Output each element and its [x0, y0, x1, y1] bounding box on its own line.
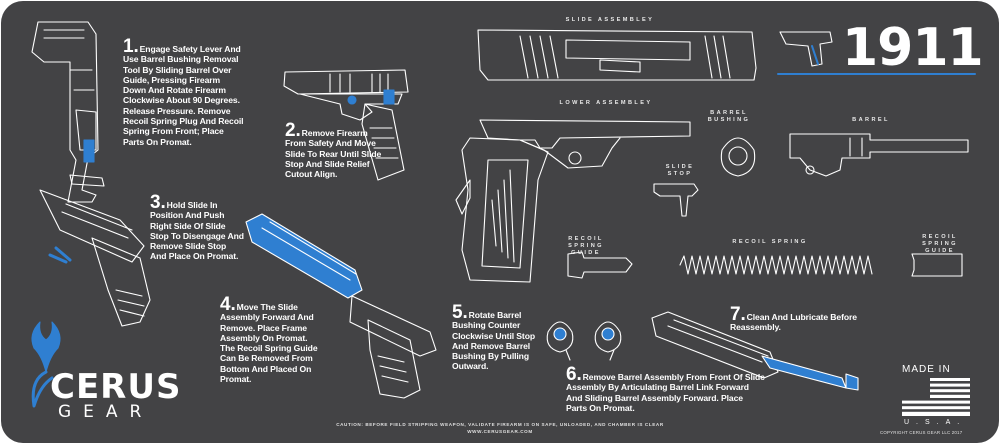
step-2-text: Remove Firearm From Safety And Move Slid… [285, 128, 382, 180]
step4-frame-illustration [349, 295, 437, 399]
copyright-text: COPYRIGHT CERUS GEAR LLC 2017 [880, 430, 963, 435]
title-pistol-icon [779, 31, 833, 67]
step-3: 3.Hold Slide In Position And Push Right … [150, 193, 244, 262]
step-1: 1.Engage Safety Lever And Use Barrel Bus… [123, 37, 245, 147]
label-recoil-spring: RECOIL SPRING [732, 239, 808, 245]
step-6-number: 6. [566, 364, 582, 385]
step-5-number: 5. [452, 302, 468, 323]
caution-footer: CAUTION: BEFORE FIELD STRIPPING WEAPON, … [300, 421, 700, 435]
step4-slide-illustration [245, 213, 363, 299]
step-6: 6.Remove Barrel Assembly From Front Of S… [566, 365, 766, 413]
step-2: 2.Remove Firearm From Safety And Move Sl… [285, 121, 385, 180]
step1-pistol-vertical-illustration [31, 21, 105, 203]
step-3-number: 3. [150, 192, 166, 213]
step-4-number: 4. [220, 294, 236, 315]
usa-label: U.S.A. [904, 419, 967, 426]
step5-bushing-illustration [546, 321, 622, 361]
label-recoil-spring-guide-left: RECOIL SPRING GUIDE [568, 236, 604, 256]
step-6-text: Remove Barrel Assembly From Front Of Sli… [566, 372, 765, 413]
step-4-text: Move The Slide Assembly Forward And Remo… [220, 302, 318, 385]
bull-horns-icon [31, 321, 61, 408]
label-lower-assembly: LOWER ASSEMBLEY [559, 100, 653, 106]
step-7-text: Clean And Lubricate Before Reassembly. [730, 312, 857, 333]
label-slide-assembly: SLIDE ASSEMBLEY [565, 17, 655, 23]
made-in-label: MADE IN [902, 364, 951, 375]
slide-stop-illustration [653, 183, 699, 217]
step-2-number: 2. [285, 120, 301, 141]
brand-logo-name: CERUS [50, 367, 182, 407]
slide-assembly-illustration [477, 29, 757, 81]
step-5-text: Rotate Barrel Bushing Counter Clockwise … [452, 310, 535, 372]
step3-pistol-illustration [39, 189, 151, 327]
barrel-bushing-illustration [720, 137, 756, 177]
recoil-spring-guide-right-illustration [911, 253, 963, 277]
label-recoil-spring-guide-right: RECOIL SPRING GUIDE [922, 234, 958, 254]
brand-logo-sub: GEAR [58, 402, 154, 422]
barrel-illustration [789, 133, 969, 177]
label-slide-stop: SLIDE STOP [665, 164, 695, 177]
website-text: WWW.CERUSGEAR.COM [467, 429, 533, 434]
us-flag-icon [902, 378, 970, 416]
step-7-number: 7. [730, 304, 746, 325]
step-1-number: 1. [123, 36, 139, 57]
step2-pistol-illustration [283, 69, 409, 181]
step6-slide-barrel-illustration [651, 311, 859, 391]
step-3-text: Hold Slide In Position And Push Right Si… [150, 200, 244, 262]
lower-assembly-illustration [455, 119, 691, 283]
recoil-spring-illustration [679, 255, 873, 275]
label-barrel-bushing: BARREL BUSHING [707, 110, 751, 123]
step-4: 4.Move The Slide Assembly Forward And Re… [220, 295, 318, 385]
step-1-text: Engage Safety Lever And Use Barrel Bushi… [123, 44, 244, 147]
label-barrel: BARREL [852, 117, 890, 123]
step-7: 7.Clean And Lubricate Before Reassembly. [730, 305, 864, 333]
step-5: 5.Rotate Barrel Bushing Counter Clockwis… [452, 303, 536, 372]
recoil-spring-guide-left-illustration [567, 251, 633, 279]
caution-text: CAUTION: BEFORE FIELD STRIPPING WEAPON, … [336, 422, 664, 427]
page-title: 1911 [842, 18, 984, 78]
